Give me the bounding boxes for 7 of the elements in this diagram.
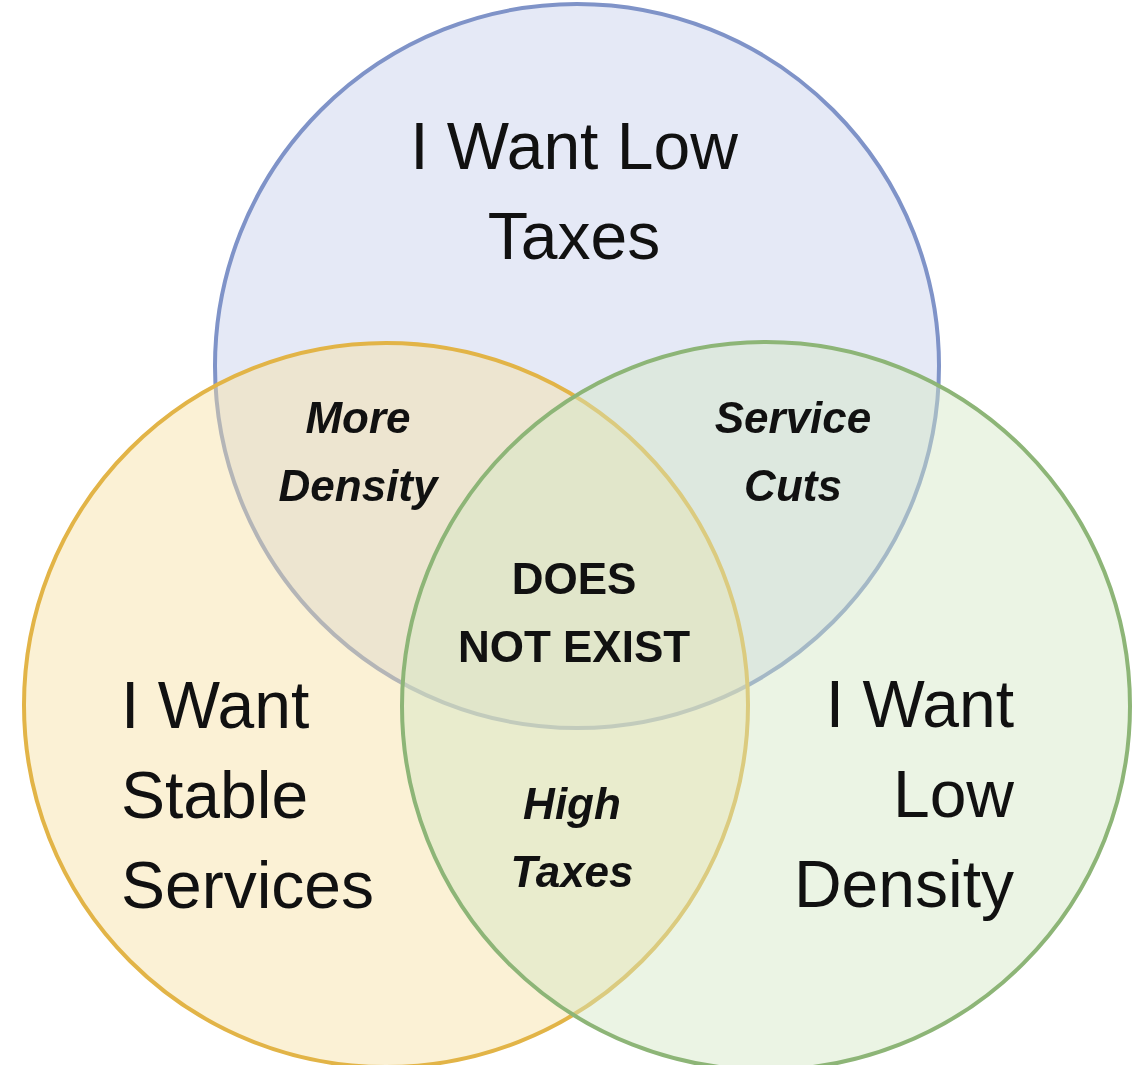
set-label: I Want Low Taxes (409, 108, 739, 275)
set-label: I Want Low Density (792, 666, 1014, 923)
intersection-label: More Density (277, 392, 440, 512)
intersection-label: DOES NOT EXIST (456, 553, 692, 673)
intersection-label: Service Cuts (713, 392, 873, 512)
intersection-label: High Taxes (509, 778, 635, 898)
set-label: I Want Stable Services (121, 667, 376, 924)
